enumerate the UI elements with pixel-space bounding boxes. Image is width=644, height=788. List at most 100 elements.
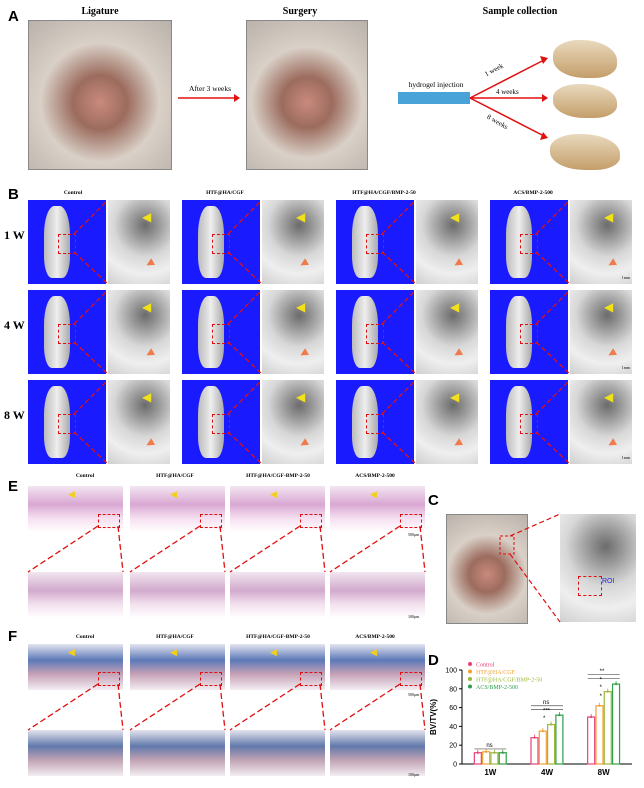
zoom-lines: [381, 199, 417, 285]
legend-marker: [468, 677, 472, 681]
jaw-model: [506, 296, 532, 368]
micro-ct-zoom: ◀◀1mm: [570, 380, 632, 464]
data-point: [614, 683, 618, 686]
micro-ct-overview: [336, 200, 414, 284]
bar: [482, 751, 491, 765]
masson-stain-zoom: [28, 730, 123, 776]
micro-ct-overview: [28, 290, 106, 374]
jaw-model: [44, 296, 70, 368]
panel-e-letter: E: [8, 478, 19, 495]
he-stain-zoom: [330, 572, 425, 618]
jaw-model: [198, 206, 224, 278]
legend-marker: [468, 669, 472, 674]
zoom-lines: [73, 289, 109, 375]
y-tick-label: 80: [449, 686, 457, 693]
jaw-model: [44, 386, 70, 458]
panel-c-lines: [499, 513, 561, 623]
yellow-arrow-icon: ◀: [170, 490, 177, 500]
significance-label: **: [600, 669, 605, 675]
panel-b-group-htf-cgf: HTF@HA/CGF: [206, 190, 244, 196]
zoom-lines: [227, 199, 263, 285]
roi-box: [366, 234, 384, 254]
yellow-arrow-icon: ◀: [296, 390, 306, 404]
yellow-arrow-icon: ◀: [296, 210, 306, 224]
jaw-model: [506, 206, 532, 278]
jaw-model: [506, 386, 532, 458]
legend-label: Control: [476, 662, 495, 668]
legend-marker: [468, 684, 472, 689]
orange-arrow-icon: ◀: [143, 346, 156, 361]
micro-ct-zoom: ◀◀: [262, 290, 324, 374]
panel-a-header-surgery: Surgery: [282, 6, 318, 17]
panel-b-group-control: Control: [63, 190, 83, 196]
panel-f-group-htf-bmp50: HTF@HA/CGF-BMP-2-50: [246, 634, 310, 640]
masson-stain-zoom: [330, 730, 425, 776]
micro-ct-zoom: ◀◀: [262, 200, 324, 284]
roi-box: [520, 324, 538, 344]
bar: [473, 752, 482, 765]
yellow-arrow-icon: ◀: [68, 648, 75, 658]
roi-label: ROI: [602, 578, 615, 585]
micro-ct-zoom: ◀◀1mm: [570, 200, 632, 284]
panel-e-group-htf-bmp50: HTF@HA/CGF-BMP-2-50: [246, 473, 310, 479]
zoom-lines: [227, 289, 263, 375]
sample-8-weeks: [550, 134, 620, 170]
jaw-model: [352, 296, 378, 368]
yellow-arrow-icon: ◀: [170, 648, 177, 658]
he-scale-top: 500μm: [408, 532, 420, 537]
yellow-arrow-icon: ◀: [450, 390, 460, 404]
roi-box: [520, 414, 538, 434]
micro-ct-zoom: ◀◀1mm: [570, 290, 632, 374]
row-label-4w: 4 W: [4, 318, 25, 332]
micro-ct-zoom: ◀◀: [108, 290, 170, 374]
micro-ct-zoom: ◀◀: [416, 380, 478, 464]
after-3-weeks-label: After 3 weeks: [188, 84, 232, 93]
yellow-arrow-icon: ◀: [604, 210, 614, 224]
roi-box: [98, 672, 120, 686]
masson-stain-overview: ◀: [230, 644, 325, 690]
significance-label: ns: [543, 700, 549, 706]
zoom-lines: [381, 289, 417, 375]
roi-box: [300, 514, 322, 528]
injection-photo: [446, 514, 528, 624]
he-stain-zoom: [230, 572, 325, 618]
zoom-lines: [73, 199, 109, 285]
hydrogel-injection-box: [398, 92, 470, 104]
zoom-lines: [381, 379, 417, 465]
x-tick-label: 1W: [484, 768, 496, 777]
sample-4-weeks: [553, 84, 617, 118]
yellow-arrow-icon: ◀: [68, 490, 75, 500]
panel-b-letter: B: [8, 186, 19, 203]
scale-bar-label: 1mm: [621, 365, 630, 370]
data-point: [485, 750, 488, 753]
ligature-photo: [28, 20, 172, 170]
y-axis-label: BV/TV(%): [429, 699, 438, 735]
yellow-arrow-icon: ◀: [296, 300, 306, 314]
panel-d-letter: D: [428, 652, 439, 669]
micro-ct-zoom: ◀◀: [262, 380, 324, 464]
data-point: [606, 690, 609, 693]
masson-stain-overview: ◀: [130, 644, 225, 690]
zoom-lines: [227, 379, 263, 465]
orange-arrow-icon: ◀: [605, 256, 618, 271]
data-point: [533, 736, 536, 739]
orange-arrow-icon: ◀: [297, 346, 310, 361]
orange-arrow-icon: ◀: [143, 436, 156, 451]
data-point: [598, 704, 601, 707]
micro-ct-overview: [182, 200, 260, 284]
roi-box: [578, 576, 602, 596]
roi-box: [212, 234, 230, 254]
bar: [538, 730, 547, 765]
panel-f-group-acs-bmp500: ACS/BMP-2-500: [355, 634, 395, 640]
orange-arrow-icon: ◀: [605, 346, 618, 361]
panel-e-group-htf-cgf: HTF@HA/CGF: [156, 473, 194, 479]
yellow-arrow-icon: ◀: [370, 648, 377, 658]
jaw-model: [44, 206, 70, 278]
roi-box: [58, 414, 76, 434]
significance-label: *: [600, 685, 603, 691]
legend-label: HTF@HA/CGF/BMP-2-50: [476, 677, 542, 683]
orange-arrow-icon: ◀: [451, 256, 464, 271]
bar: [490, 752, 499, 765]
zoom-lines: [535, 289, 571, 375]
